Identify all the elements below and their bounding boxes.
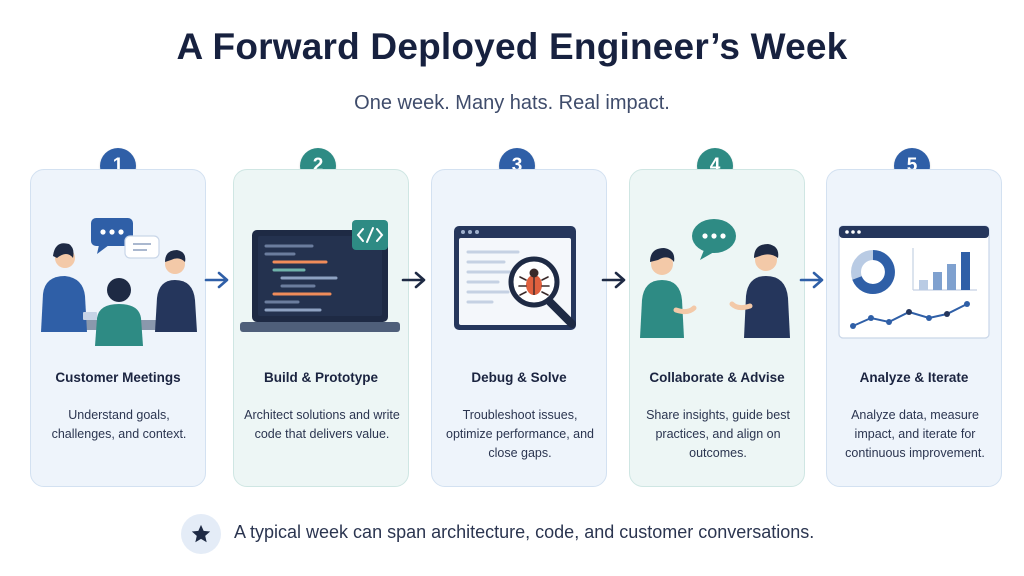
- customer-meeting-illustration: [41, 218, 197, 346]
- step-3-card: Debug & Solve Troubleshoot issues, optim…: [431, 169, 607, 487]
- step-5-title: Analyze & Iterate: [859, 370, 969, 385]
- collaboration-illustration: [640, 219, 790, 338]
- donut-chart-icon: [851, 250, 895, 294]
- step-5-description: Analyze data, measure impact, and iterat…: [845, 408, 985, 460]
- step-3-description: Troubleshoot issues, optimize performanc…: [446, 408, 594, 460]
- step-2-card: Build & Prototype Architect solutions an…: [233, 169, 409, 487]
- star-icon: [181, 514, 221, 554]
- line-chart-icon: [850, 301, 970, 329]
- step-1-description: Understand goals, challenges, and contex…: [51, 408, 187, 441]
- step-5-card: Analyze & Iterate Analyze data, measure …: [826, 169, 1002, 487]
- code-brackets-icon: [352, 220, 388, 250]
- laptop-code-illustration: [240, 220, 400, 332]
- debug-window-illustration: [454, 226, 576, 330]
- step-4-card: Collaborate & Advise Share insights, gui…: [629, 169, 805, 487]
- arrow-right-icon: [799, 271, 824, 289]
- chat-bubble-icon: [692, 219, 736, 260]
- arrow-right-icon: [401, 271, 426, 289]
- bar-chart-icon: [912, 248, 977, 291]
- arrow-right-icon: [204, 271, 229, 289]
- arrow-right-icon: [601, 271, 626, 289]
- magnifier-bug-icon: [508, 256, 576, 328]
- step-1-title: Customer Meetings: [55, 370, 181, 385]
- page-title: A Forward Deployed Engineer’s Week: [176, 26, 848, 67]
- step-2-title: Build & Prototype: [264, 370, 378, 385]
- page-subtitle: One week. Many hats. Real impact.: [354, 92, 670, 114]
- step-3-title: Debug & Solve: [471, 370, 567, 385]
- step-1-card: Customer Meetings Understand goals, chal…: [30, 169, 206, 487]
- analytics-dashboard-illustration: [838, 225, 990, 339]
- step-2-description: Architect solutions and write code that …: [244, 408, 400, 441]
- step-4-title: Collaborate & Advise: [649, 370, 785, 385]
- chat-bubble-icon: [91, 218, 160, 259]
- step-4-description: Share insights, guide best practices, an…: [646, 408, 790, 460]
- footer-note: A typical week can span architecture, co…: [234, 522, 815, 542]
